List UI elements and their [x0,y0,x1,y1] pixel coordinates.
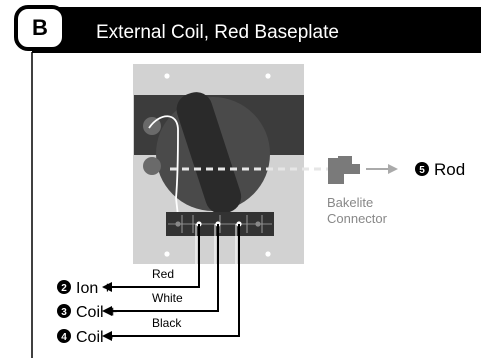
terminal-4-number: 4 [61,332,67,343]
rod-arrow-head [388,164,398,174]
wire-white-label: White [152,291,183,305]
coil-stud-bottom [143,157,161,175]
wire-black [112,224,240,337]
wire-black-arrow [102,331,112,341]
bakelite-connector [328,156,360,184]
terminal-5-number: 5 [419,165,425,176]
header-bar [32,7,481,53]
terminal-5-label: Rod [434,160,465,179]
wire-red-arrow [102,282,112,292]
connector-label-line1: Bakelite [327,195,373,210]
terminal-2-marker [57,280,71,294]
terminal-5-marker [415,162,429,176]
section-badge-letter: B [32,15,48,40]
terminal-3-label: Coil + [76,304,117,321]
terminal-2-number: 2 [61,283,67,294]
terminal-3-marker [57,304,71,318]
wire-red-highlight [112,224,197,285]
wire-black-highlight [112,224,237,334]
mount-hole-bottom-right [265,251,271,257]
wire-white-highlight [112,224,216,309]
coil-stud-top [143,117,161,135]
terminal-2-label: Ion + [76,280,112,297]
mount-hole-top-left [164,73,170,79]
wire-red [112,224,200,288]
wire-red-label: Red [152,267,174,281]
section-badge: B [14,5,66,51]
wire-black-label: Black [152,316,182,330]
connector-label-line2: Connector [327,211,388,226]
coil-blade [176,92,242,214]
terminal-4-marker [57,329,71,343]
mount-hole-bottom-left [164,251,170,257]
wire-white-arrow [102,306,112,316]
mount-hole-top-right [265,73,271,79]
wire-white [112,224,219,312]
terminal-3-number: 3 [61,307,67,318]
diagram-title: External Coil, Red Baseplate [96,22,339,43]
terminal-4-label: Coil - [76,329,113,346]
